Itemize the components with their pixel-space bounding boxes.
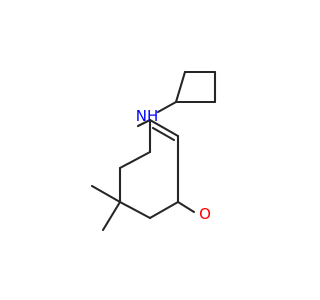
carbonyl (176, 200, 196, 214)
bond-c3-c2 (148, 118, 180, 138)
nitrogen-label: NH (136, 107, 159, 125)
bond-c3-c2-inner (151, 126, 176, 142)
bond-c1-c6 (148, 200, 180, 220)
bond-c4-c3 (118, 150, 152, 170)
bond-n-c3 (136, 118, 152, 128)
bond-c5-methyl-b (101, 200, 122, 232)
bond-n-cb1 (156, 100, 178, 114)
oxygen-label: O (199, 205, 211, 223)
bond-c1-o (176, 200, 196, 214)
structure-diagram: NH O (90, 70, 217, 232)
cyclobutyl-ring (174, 70, 217, 104)
bond-c5-methyl-a (90, 184, 122, 204)
bond-c6-c5 (118, 200, 152, 220)
bond-cb1-cb2 (174, 70, 187, 104)
gem-dimethyl (90, 184, 122, 232)
cyclohexenone-ring (118, 118, 180, 220)
amine-linker (136, 100, 178, 128)
